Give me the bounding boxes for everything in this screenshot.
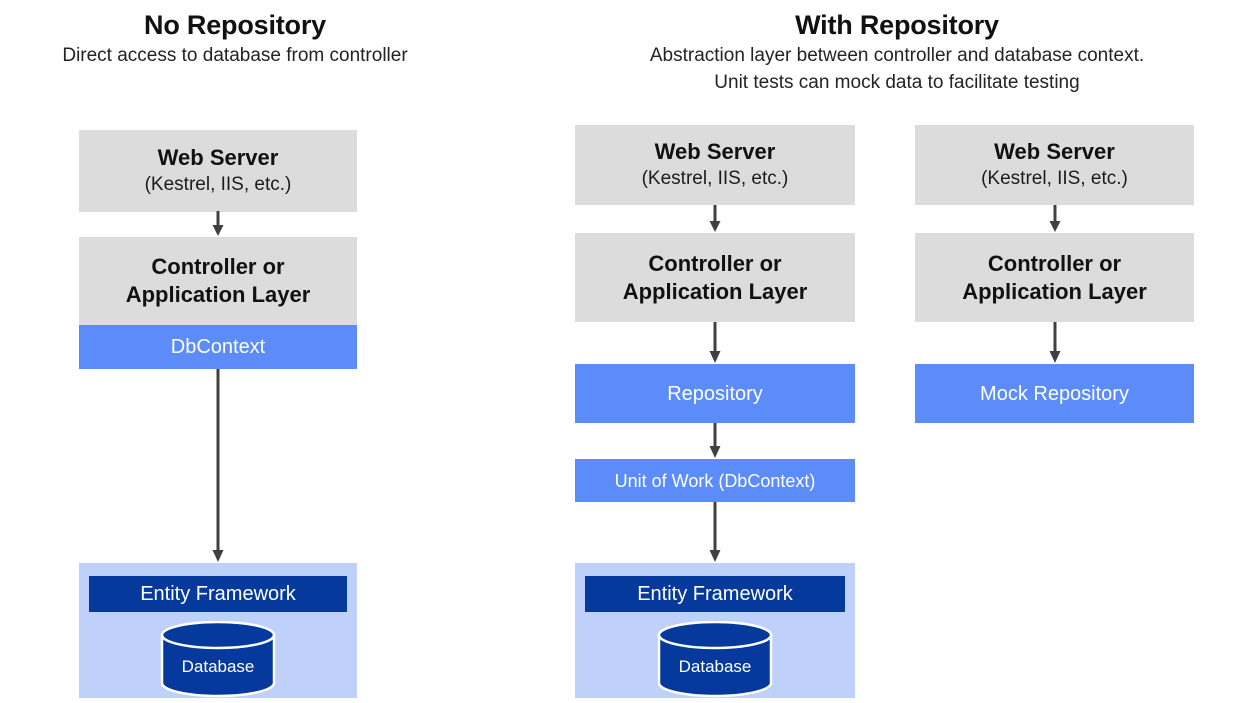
mock-arrow-controller-to-mock-repository bbox=[1046, 322, 1064, 364]
no-repo-web-server-title: Web Server bbox=[157, 145, 279, 170]
mock-controller-line1: Controller or bbox=[987, 250, 1122, 276]
with-repo-entity-framework-label: Entity Framework bbox=[637, 583, 793, 605]
with-repo-controller-line1: Controller or bbox=[648, 250, 782, 276]
with-repo-arrow-webserver-to-controller bbox=[706, 205, 724, 233]
subtitle-with-repository-line1: Abstraction layer between controller and… bbox=[649, 45, 1145, 66]
with-repo-arrow-repository-to-unitofwork bbox=[706, 423, 724, 459]
no-repo-web-server-subtitle: (Kestrel, IIS, etc.) bbox=[144, 174, 292, 195]
no-repo-dbcontext-label: DbContext bbox=[170, 336, 266, 358]
with-repo-unit-of-work-label: Unit of Work (DbContext) bbox=[614, 470, 816, 491]
with-repo-arrow-unitofwork-to-ef bbox=[706, 502, 724, 563]
with-repo-arrow-controller-to-repository bbox=[706, 322, 724, 364]
mock-web-server-subtitle: (Kestrel, IIS, etc.) bbox=[981, 168, 1128, 189]
with-repo-controller-line2: Application Layer bbox=[622, 278, 808, 304]
no-repo-arrow-dbcontext-to-ef bbox=[209, 369, 227, 563]
title-with-repository: With Repository bbox=[795, 10, 999, 40]
no-repo-arrow-webserver-to-controller bbox=[209, 211, 227, 237]
no-repo-controller-box: Controller or Application Layer bbox=[79, 237, 357, 325]
with-repo-web-server-box: Web Server (Kestrel, IIS, etc.) bbox=[575, 125, 855, 205]
no-repo-data-layer-container: Entity Framework Database bbox=[79, 563, 357, 698]
no-repo-controller-line1: Controller or bbox=[151, 254, 285, 279]
with-repo-entity-framework-bar: Entity Framework bbox=[585, 576, 845, 612]
with-repo-repository-box: Repository bbox=[575, 364, 855, 423]
heading-with-repository: With Repository Abstraction layer betwee… bbox=[560, 8, 1234, 96]
with-repo-data-layer-container: Entity Framework Database bbox=[575, 563, 855, 698]
with-repo-repository-label: Repository bbox=[667, 382, 763, 405]
with-repo-database-cylinder: Database bbox=[656, 620, 774, 698]
with-repo-unit-of-work-box: Unit of Work (DbContext) bbox=[575, 459, 855, 502]
title-no-repository: No Repository bbox=[144, 10, 326, 40]
with-repo-controller-box: Controller or Application Layer bbox=[575, 233, 855, 322]
no-repo-entity-framework-label: Entity Framework bbox=[140, 583, 296, 605]
heading-no-repository: No Repository Direct access to database … bbox=[0, 8, 470, 69]
with-repo-web-server-subtitle: (Kestrel, IIS, etc.) bbox=[641, 168, 789, 189]
subtitle-no-repository: Direct access to database from controlle… bbox=[62, 45, 408, 66]
no-repo-entity-framework-bar: Entity Framework bbox=[89, 576, 347, 612]
mock-arrow-webserver-to-controller bbox=[1046, 205, 1064, 233]
subtitle-with-repository-line2: Unit tests can mock data to facilitate t… bbox=[714, 72, 1080, 93]
no-repo-controller-line2: Application Layer bbox=[125, 282, 311, 307]
mock-repository-label: Mock Repository bbox=[980, 382, 1129, 405]
no-repo-dbcontext-box: DbContext bbox=[79, 325, 357, 369]
with-repo-web-server-title: Web Server bbox=[654, 139, 776, 164]
mock-web-server-title: Web Server bbox=[994, 139, 1115, 164]
no-repo-database-cylinder: Database bbox=[159, 620, 277, 698]
mock-web-server-box: Web Server (Kestrel, IIS, etc.) bbox=[915, 125, 1194, 205]
mock-controller-box: Controller or Application Layer bbox=[915, 233, 1194, 322]
mock-controller-line2: Application Layer bbox=[962, 278, 1147, 304]
mock-repository-box: Mock Repository bbox=[915, 364, 1194, 423]
no-repo-web-server-box: Web Server (Kestrel, IIS, etc.) bbox=[79, 130, 357, 212]
